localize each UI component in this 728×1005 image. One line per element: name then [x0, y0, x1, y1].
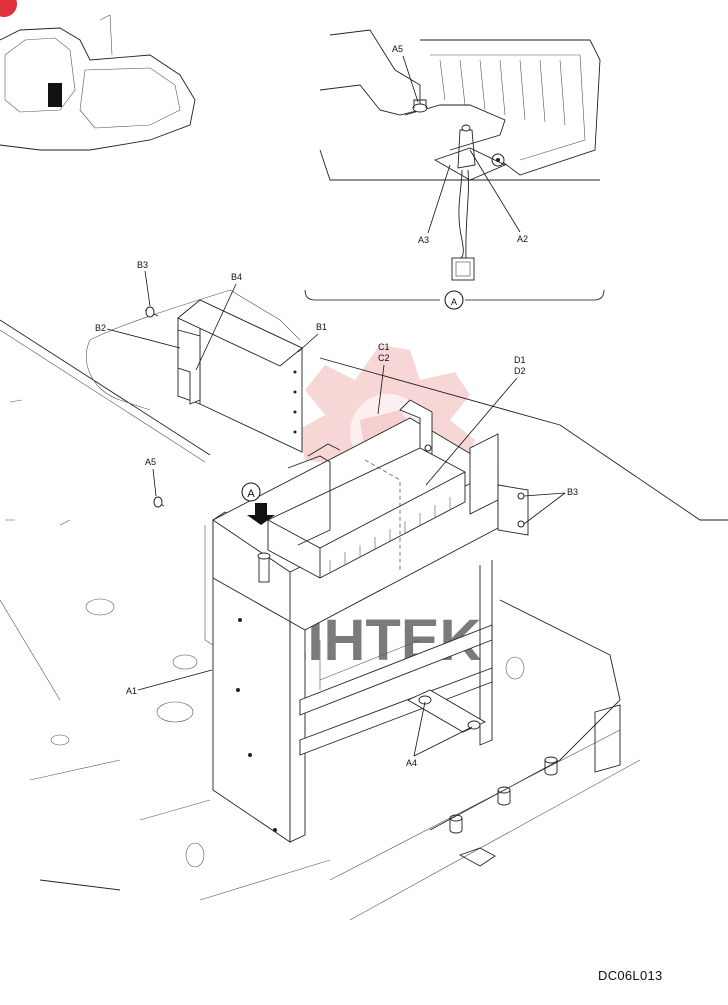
screw-b3-icon [517, 492, 525, 500]
seat-inset [0, 14, 196, 151]
label-a3: A3 [418, 235, 429, 245]
label-a5-main: A5 [145, 457, 156, 467]
bolt-a5-main-icon [153, 496, 165, 508]
label-a1: A1 [126, 686, 137, 696]
view-a-marker-icon [241, 482, 261, 502]
detail-a-view [304, 29, 605, 310]
label-a4: A4 [406, 758, 417, 768]
connector-icon [451, 257, 475, 281]
label-c2: C2 [378, 353, 390, 363]
mounts-a4 [407, 689, 486, 733]
view-a-marker-label: A [247, 488, 255, 500]
floor-pegs [449, 756, 558, 834]
page-corner-marker-icon [0, 0, 17, 17]
label-a5-detail: A5 [392, 44, 403, 54]
bracket-a3 [433, 147, 507, 181]
figure-code: DC06L013 [598, 968, 663, 983]
label-b3-top: B3 [137, 260, 148, 270]
label-b4: B4 [231, 272, 242, 282]
screw-b3-icon [517, 520, 525, 528]
floor-panel [0, 319, 728, 921]
arrow-down-icon [247, 503, 275, 525]
bracket-b2 [177, 329, 201, 405]
bolt-b3-icon [144, 306, 159, 318]
bolt-a5-detail-icon [412, 99, 428, 113]
seat-highlight-icon [48, 83, 62, 107]
label-c1: C1 [378, 342, 390, 352]
label-b3-right: B3 [567, 487, 578, 497]
switch-main-icon [257, 552, 271, 583]
detail-a-caption: A [451, 297, 457, 307]
label-a2: A2 [517, 234, 528, 244]
battery-d1-d2 [267, 443, 466, 579]
label-b1: B1 [316, 322, 327, 332]
label-d2: D2 [514, 366, 526, 376]
label-d1: D1 [514, 355, 526, 365]
label-b2: B2 [95, 323, 106, 333]
